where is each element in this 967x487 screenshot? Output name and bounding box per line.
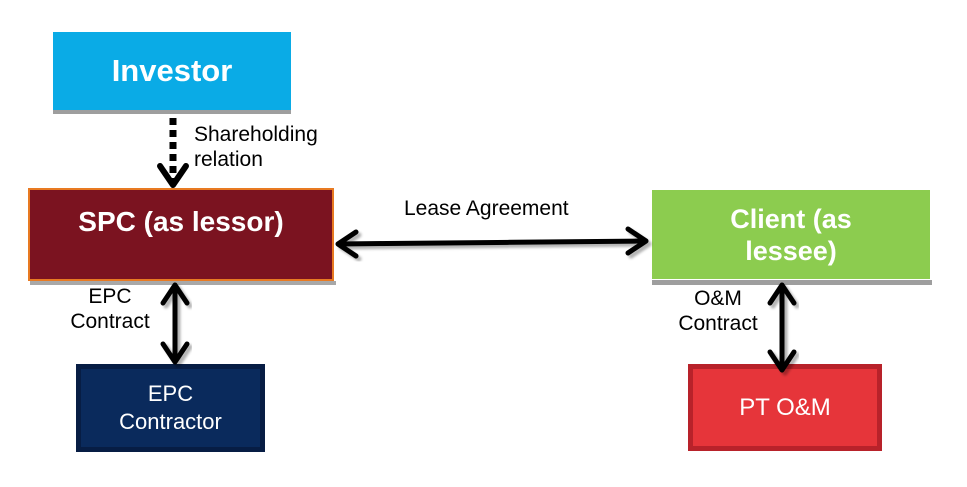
epc-contractor-label-line1: EPC xyxy=(147,381,194,406)
shareholding-arrow xyxy=(157,118,189,188)
client-node: Client (as lessee) xyxy=(652,190,930,279)
om-contract-label-line1: O&M xyxy=(694,287,742,310)
pt-om-node: PT O&M xyxy=(688,364,882,451)
investor-node: Investor xyxy=(53,32,291,110)
shareholding-label-line1: Shareholding xyxy=(194,123,318,146)
client-shadow xyxy=(652,280,932,285)
client-label-line1: Client (as xyxy=(730,203,852,234)
epc-contractor-label-line2: Contractor xyxy=(119,409,222,434)
client-label-line2: lessee) xyxy=(745,235,837,266)
epc-contract-label-line1: EPC xyxy=(88,285,132,308)
epc-contract-label-line2: Contract xyxy=(70,310,150,333)
epc-contractor-node: EPC Contractor xyxy=(76,364,265,452)
spc-shadow xyxy=(30,281,336,285)
epc-contract-arrow xyxy=(160,282,190,365)
om-contract-label: O&M Contract xyxy=(668,286,768,336)
investor-shadow xyxy=(53,110,291,114)
pt-om-label: PT O&M xyxy=(739,393,831,421)
lease-arrow xyxy=(335,226,649,259)
om-contract-label-line2: Contract xyxy=(678,312,758,335)
epc-contract-label: EPC Contract xyxy=(62,284,158,334)
shareholding-label-line2: relation xyxy=(194,148,263,171)
lease-label: Lease Agreement xyxy=(404,197,569,220)
spc-label: SPC (as lessor) xyxy=(78,205,284,237)
spc-node: SPC (as lessor) xyxy=(28,188,334,281)
shareholding-label: Shareholding relation xyxy=(194,122,318,172)
investor-label: Investor xyxy=(111,53,233,88)
om-contract-arrow xyxy=(767,282,797,373)
